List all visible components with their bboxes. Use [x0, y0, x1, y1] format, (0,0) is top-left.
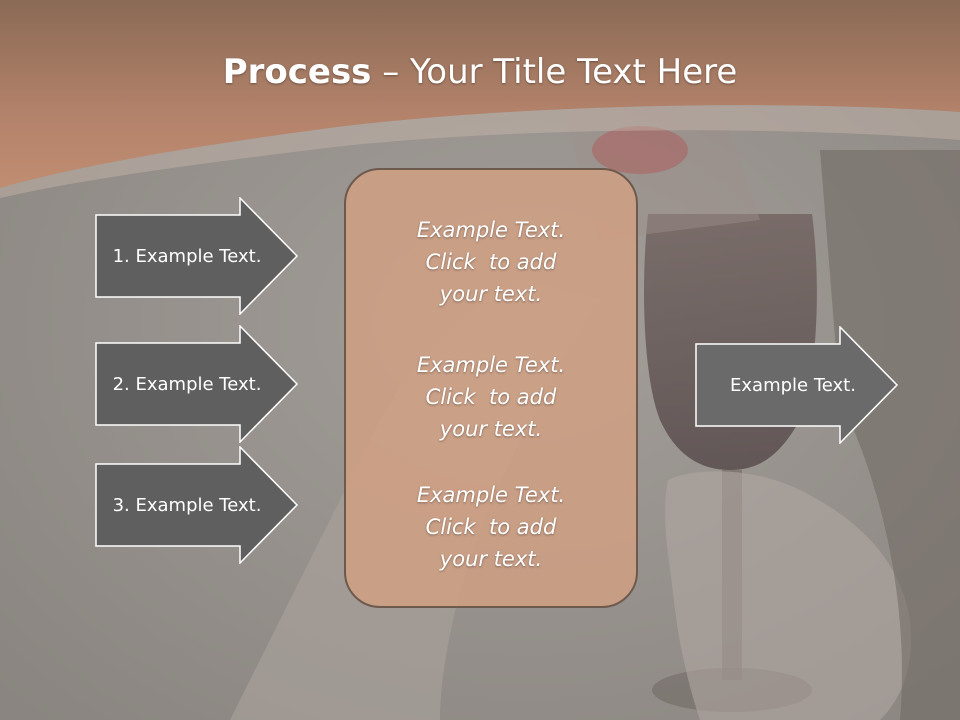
arrow-step-3[interactable]: 3. Example Text. — [95, 446, 299, 564]
center-text-box[interactable]: Example Text. Click to add your text. Ex… — [344, 168, 638, 608]
center-text-block-2: Example Text. Click to add your text. — [346, 349, 636, 445]
center-line: Example Text. — [416, 353, 566, 377]
arrow-step-3-label: 3. Example Text. — [112, 494, 262, 516]
center-line: Example Text. — [416, 218, 566, 242]
arrow-shape — [95, 325, 299, 443]
arrow-result-label: Example Text. — [730, 374, 856, 396]
arrow-result[interactable]: Example Text. — [695, 326, 899, 444]
arrow-shape — [95, 197, 299, 315]
arrow-shape — [95, 446, 299, 564]
center-line: your text. — [439, 417, 543, 441]
center-line: Example Text. — [416, 483, 566, 507]
center-line: Click to add — [425, 385, 557, 409]
arrow-step-1-label: 1. Example Text. — [112, 245, 262, 267]
center-text-block-3: Example Text. Click to add your text. — [346, 479, 636, 575]
center-line: your text. — [439, 547, 543, 571]
arrow-shape — [695, 326, 899, 444]
slide-title: Process – Your Title Text Here — [0, 52, 960, 92]
title-bold: Process — [222, 52, 372, 92]
arrow-step-1[interactable]: 1. Example Text. — [95, 197, 299, 315]
arrow-step-2-label: 2. Example Text. — [112, 373, 262, 395]
arrow-step-2[interactable]: 2. Example Text. — [95, 325, 299, 443]
title-rest: – Your Title Text Here — [371, 52, 738, 92]
center-line: your text. — [439, 282, 543, 306]
center-text-block-1: Example Text. Click to add your text. — [346, 214, 636, 310]
center-line: Click to add — [425, 250, 557, 274]
center-line: Click to add — [425, 515, 557, 539]
